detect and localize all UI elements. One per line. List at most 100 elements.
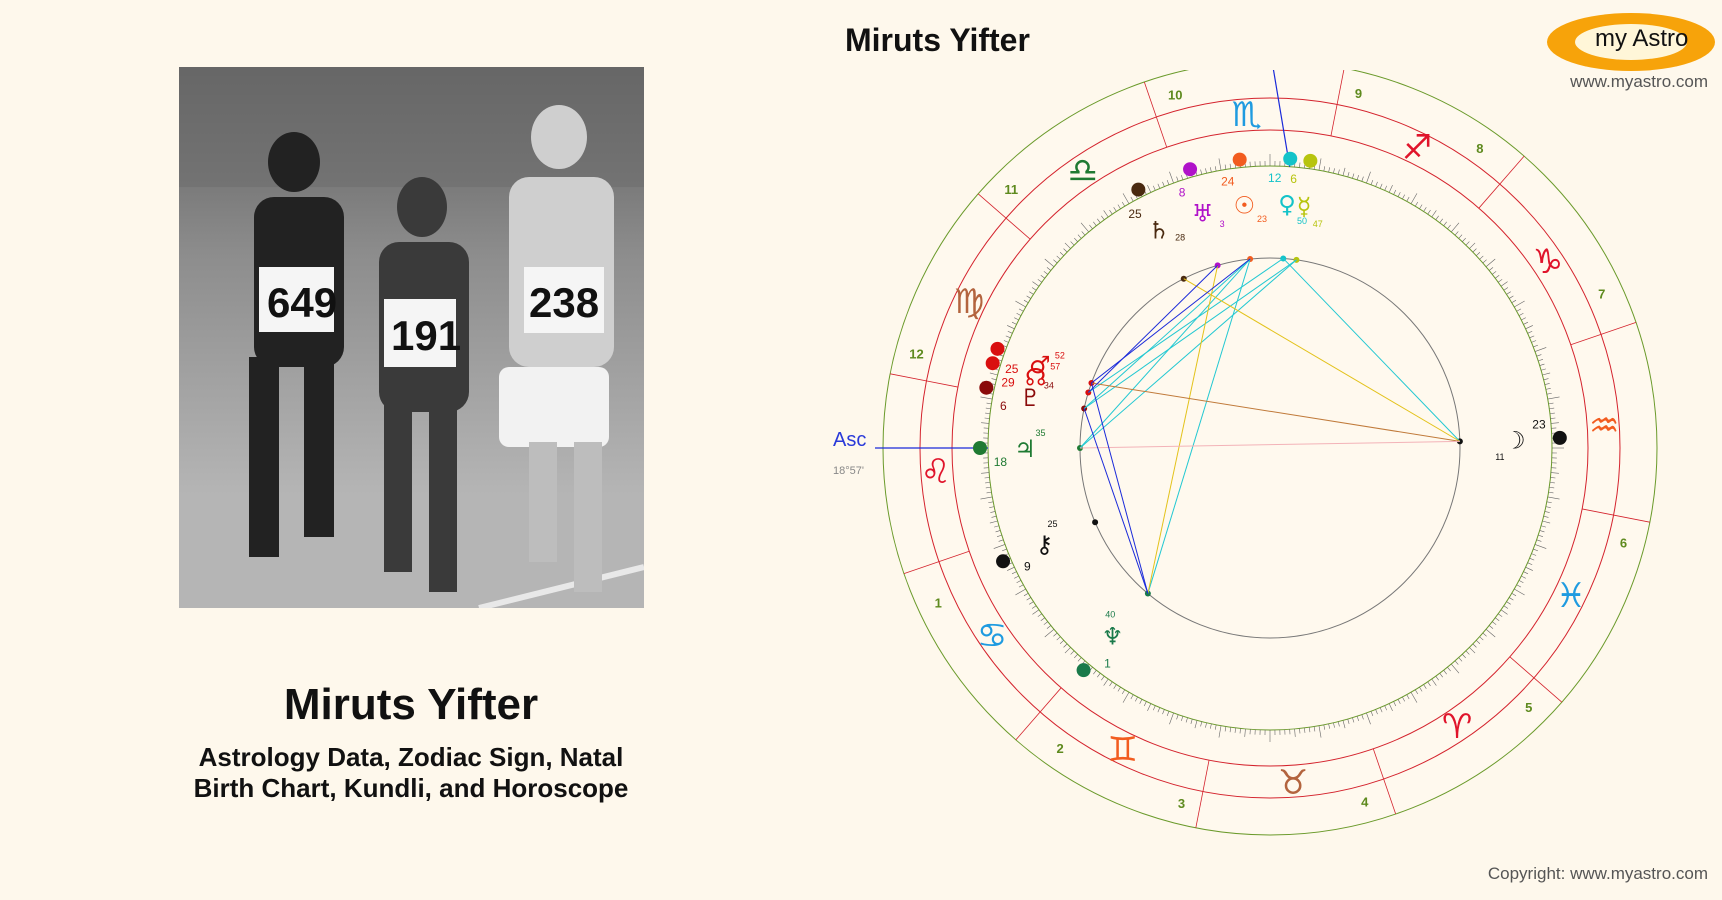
degree-tick <box>981 472 990 474</box>
house-number: 2 <box>1056 741 1063 756</box>
degree-tick <box>1093 670 1097 675</box>
planet-dot-pluto <box>979 380 994 395</box>
degree-tick <box>1547 396 1560 400</box>
aspect-line <box>1088 258 1284 393</box>
degree-tick <box>1103 210 1109 218</box>
degree-tick <box>1525 325 1533 330</box>
asc-label: Asc <box>833 429 866 451</box>
degree-tick <box>995 530 1001 533</box>
node-icon: ☊ <box>1025 363 1046 391</box>
degree-tick <box>1550 477 1556 479</box>
subtitle-line-1: Astrology Data, Zodiac Sign, Natal <box>198 742 624 772</box>
degree-tick <box>1053 259 1058 264</box>
degree-tick <box>1074 654 1078 659</box>
bib-1: 649 <box>267 279 337 326</box>
degree-tick <box>1546 501 1552 504</box>
degree-tick <box>1152 185 1156 191</box>
degree-tick <box>1447 224 1451 230</box>
degree-tick <box>996 534 1002 537</box>
aspect-line <box>1183 278 1461 442</box>
degree-tick <box>1410 193 1418 204</box>
degree-tick <box>1015 300 1026 308</box>
saturn-icon: ♄ <box>1148 217 1170 245</box>
degree-tick <box>1549 412 1555 414</box>
profile-subtitle: Astrology Data, Zodiac Sign, Natal Birth… <box>0 742 822 804</box>
planet-dot-venus <box>1283 151 1298 166</box>
sign-scorpio-icon: ♏ <box>1232 95 1262 135</box>
degree-tick <box>1210 723 1212 729</box>
subtitle-line-2: Birth Chart, Kundli, and Horoscope <box>193 773 629 803</box>
degree-tick <box>1533 344 1539 348</box>
degree-tick <box>980 396 993 400</box>
degree-tick <box>1190 718 1193 724</box>
site-url[interactable]: www.myastro.com <box>1570 72 1708 91</box>
degree-tick <box>1147 185 1152 193</box>
degree-tick <box>1046 267 1052 271</box>
degree-tick <box>1545 506 1551 508</box>
mars-minute: 52 <box>1055 350 1065 360</box>
degree-tick <box>1018 308 1024 312</box>
sign-cancer-icon: ♋ <box>977 616 1007 656</box>
degree-tick <box>1122 692 1130 703</box>
degree-tick <box>1333 722 1335 728</box>
mercury-minute: 47 <box>1313 219 1323 229</box>
degree-tick <box>1101 675 1105 681</box>
degree-tick <box>1294 728 1296 737</box>
myastro-logo[interactable]: my Astro <box>1545 11 1717 73</box>
copyright[interactable]: Copyright: www.myastro.com <box>1487 864 1708 883</box>
node-degree: 29 <box>1001 376 1015 390</box>
degree-tick <box>1337 169 1340 175</box>
venus-degree: 12 <box>1268 171 1282 185</box>
degree-tick <box>1080 222 1089 233</box>
degree-tick <box>1130 694 1134 700</box>
degree-tick <box>1397 699 1401 704</box>
degree-tick <box>1239 728 1241 734</box>
degree-tick <box>1229 163 1232 169</box>
degree-tick <box>1472 248 1477 253</box>
degree-tick <box>1431 210 1437 218</box>
degree-tick <box>1521 317 1526 321</box>
sign-boundary <box>1570 321 1637 346</box>
house-number: 4 <box>1361 795 1369 810</box>
degree-tick <box>1548 491 1554 494</box>
degree-tick <box>1011 571 1017 575</box>
aspect-line <box>1083 259 1297 409</box>
bib-3: 238 <box>529 279 599 326</box>
degree-tick <box>1518 312 1524 316</box>
degree-tick <box>1482 632 1487 637</box>
degree-tick <box>1026 597 1032 601</box>
degree-tick <box>1016 580 1022 584</box>
mercury-degree: 6 <box>1290 172 1297 186</box>
saturn-minute: 28 <box>1175 232 1185 242</box>
house-number: 11 <box>1004 182 1018 197</box>
planet-dot-node <box>985 356 1000 371</box>
aspect-line <box>1147 258 1251 594</box>
degree-tick <box>1439 218 1443 223</box>
logo-text: my Astro <box>1595 25 1689 52</box>
degree-tick <box>1536 354 1542 357</box>
degree-tick <box>1113 684 1117 689</box>
degree-tick <box>1402 194 1406 200</box>
degree-tick <box>1544 511 1550 513</box>
degree-tick <box>1548 402 1554 405</box>
sign-capricorn-icon: ♑ <box>1533 242 1563 282</box>
degree-tick <box>1472 643 1477 648</box>
degree-tick <box>1423 684 1427 689</box>
degree-tick <box>1406 694 1410 700</box>
degree-tick <box>1014 575 1019 579</box>
degree-tick <box>991 378 997 381</box>
degree-tick <box>1435 215 1439 221</box>
degree-tick <box>1529 335 1535 339</box>
mercury-icon: ☿ <box>1297 192 1312 220</box>
degree-tick <box>1059 640 1064 644</box>
aspect-line <box>1079 440 1460 449</box>
degree-tick <box>1488 625 1494 629</box>
degree-tick <box>985 482 991 484</box>
degree-tick <box>1121 201 1126 207</box>
degree-tick <box>1229 727 1232 733</box>
degree-tick <box>1527 330 1533 334</box>
degree-tick <box>1176 176 1179 182</box>
degree-tick <box>1023 592 1029 597</box>
pluto-degree: 6 <box>1000 399 1007 413</box>
degree-tick <box>1465 650 1470 655</box>
